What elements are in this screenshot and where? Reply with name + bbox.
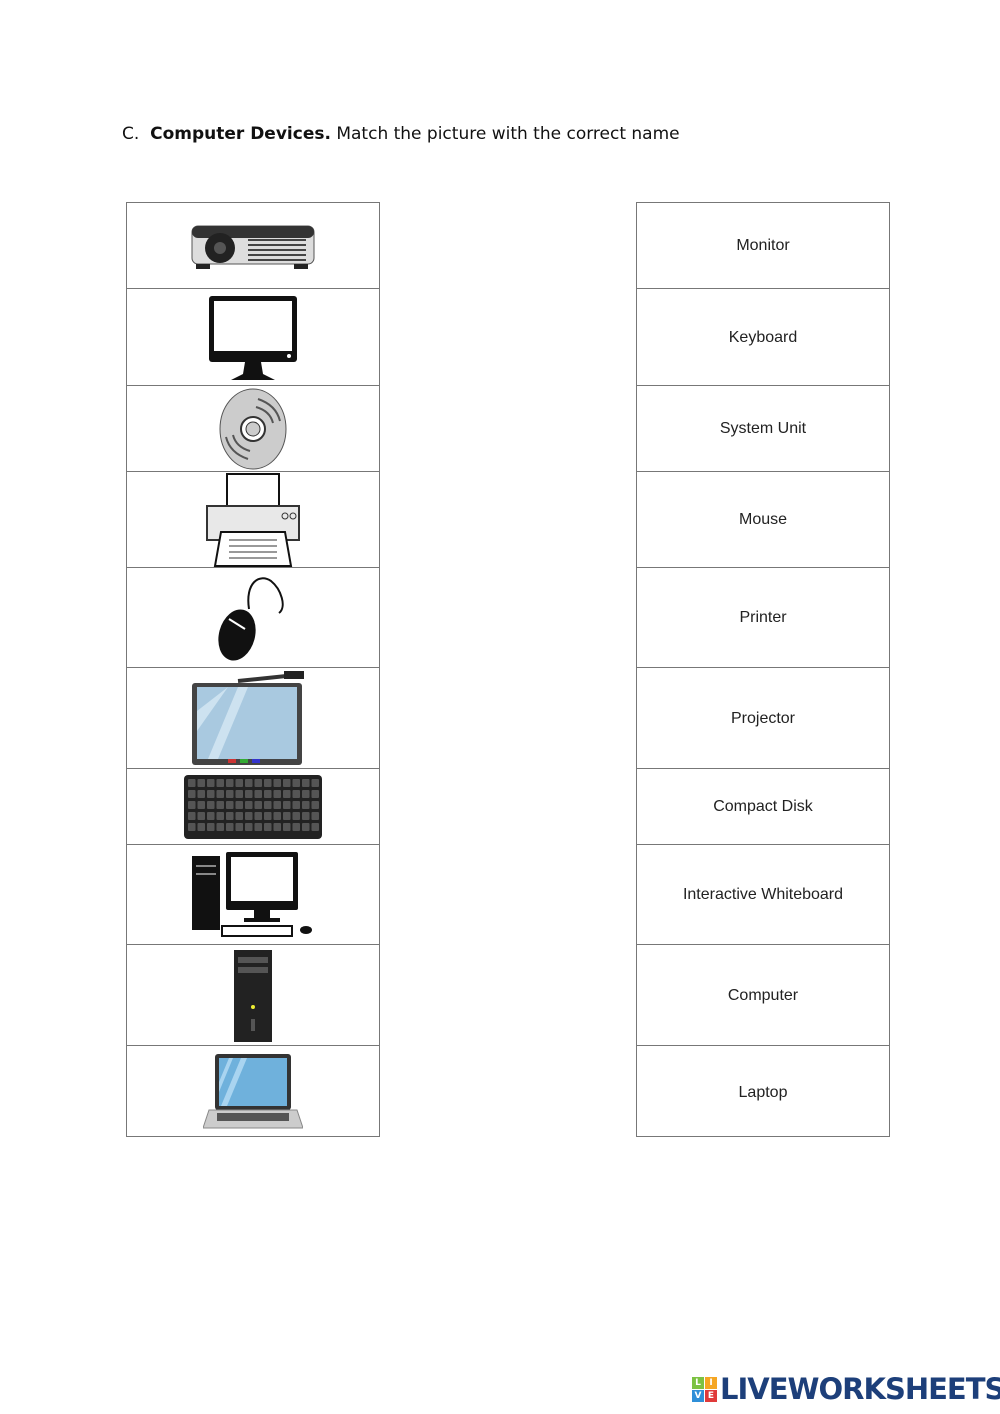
section-letter: C. [122, 124, 140, 144]
laptop-icon [203, 1052, 303, 1134]
picture-cell[interactable] [127, 768, 379, 845]
pictures-column [126, 202, 380, 1137]
projector-icon [190, 220, 316, 272]
device-name: Compact Disk [713, 798, 813, 815]
picture-cell[interactable] [127, 1045, 379, 1139]
name-cell[interactable]: Projector [637, 667, 889, 769]
device-name: Monitor [736, 236, 790, 254]
computer-icon [190, 850, 316, 940]
interactive-whiteboard-icon [188, 670, 318, 767]
device-name: Projector [730, 709, 796, 727]
compact-disk-icon [218, 387, 288, 471]
name-cell[interactable]: System Unit [637, 385, 889, 472]
printer-icon [205, 472, 301, 568]
system-unit-icon [233, 949, 273, 1043]
picture-cell[interactable] [127, 203, 379, 288]
name-cell[interactable]: Mouse [637, 471, 889, 568]
instruction-text: Match the picture with the correct name [336, 124, 680, 144]
name-cell[interactable]: Monitor [637, 203, 889, 288]
name-cell[interactable]: Compact Disk [637, 768, 889, 845]
monitor-icon [207, 294, 299, 382]
device-name: Printer [739, 609, 787, 626]
picture-cell[interactable] [127, 385, 379, 472]
logo-text: LIVEWORKSHEETS [720, 1372, 1000, 1406]
name-cell[interactable]: Laptop [637, 1045, 889, 1139]
device-name: Interactive Whiteboard [682, 886, 844, 903]
mouse-icon [215, 573, 291, 663]
picture-cell[interactable] [127, 288, 379, 386]
picture-cell[interactable] [127, 844, 379, 945]
device-name: Keyboard [728, 328, 798, 346]
device-name: Computer [727, 986, 799, 1004]
name-cell[interactable]: Computer [637, 944, 889, 1046]
name-cell[interactable]: Keyboard [637, 288, 889, 386]
device-name: System Unit [719, 420, 807, 437]
device-name: Mouse [738, 511, 788, 528]
picture-cell[interactable] [127, 667, 379, 769]
keyboard-icon [183, 774, 323, 840]
exercise-title: C. Computer Devices. Match the picture w… [122, 124, 680, 144]
section-heading: Computer Devices. [150, 124, 331, 144]
device-name: Laptop [738, 1083, 788, 1101]
picture-cell[interactable] [127, 944, 379, 1046]
name-cell[interactable]: Printer [637, 567, 889, 668]
picture-cell[interactable] [127, 567, 379, 668]
name-cell[interactable]: Interactive Whiteboard [637, 844, 889, 945]
picture-cell[interactable] [127, 471, 379, 568]
